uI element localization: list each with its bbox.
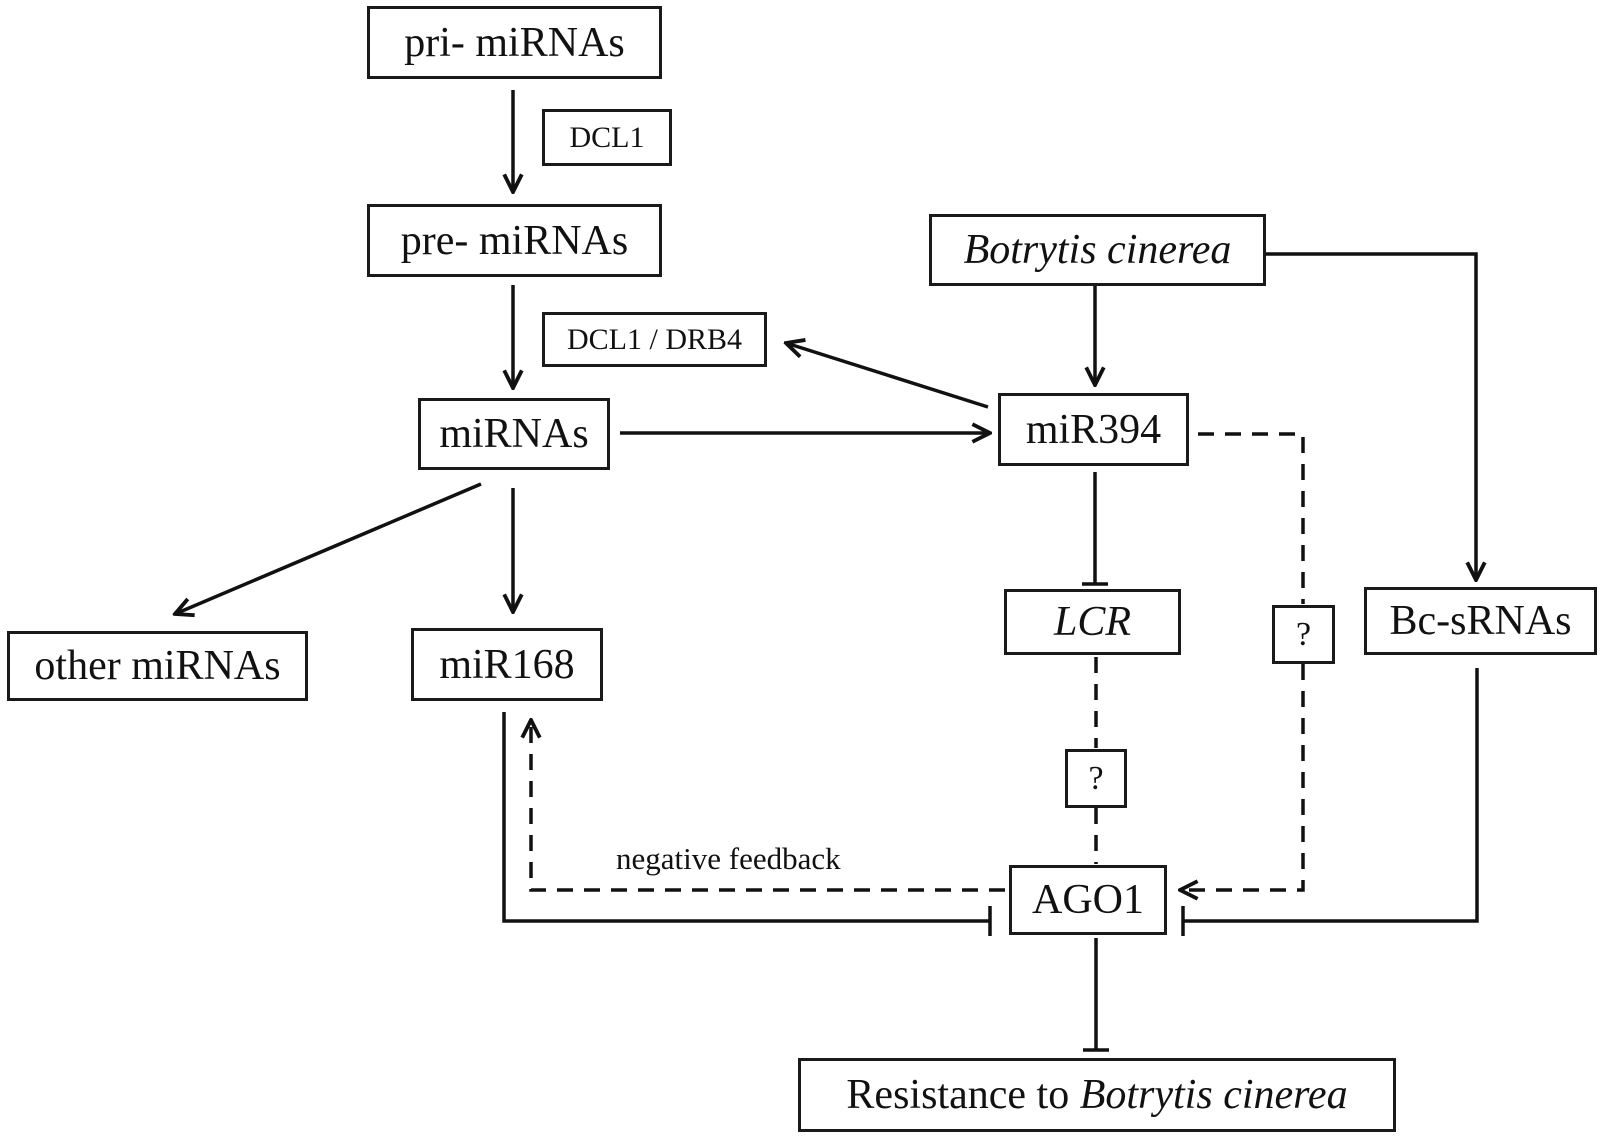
dashed-negative-feedback — [531, 720, 1005, 892]
dcl1-enzyme-node: DCL1 — [542, 109, 672, 166]
arrow-mir394-to-dcl1-drb4 — [786, 343, 989, 409]
lcr-node: LCR — [1004, 589, 1181, 655]
botrytis-cinerea-node: Botrytis cinerea — [929, 214, 1266, 286]
unknown-mediator-mid: ? — [1065, 749, 1127, 808]
pri-mirnas-node: pri- miRNAs — [367, 6, 662, 79]
resistance-node: Resistance to Botrytis cinerea — [798, 1058, 1396, 1132]
negative-feedback-label: negative feedback — [616, 841, 841, 876]
mirnas-node: miRNAs — [418, 398, 610, 470]
unknown-mediator-right: ? — [1272, 605, 1335, 664]
inhibit-bc-srnas-to-ago1 — [1183, 668, 1479, 923]
mir168-node: miR168 — [411, 628, 603, 701]
dcl1-drb4-enzyme-node: DCL1 / DRB4 — [542, 312, 767, 367]
inhibit-mir168-to-ago1 — [502, 712, 990, 923]
pre-mirnas-node: pre- miRNAs — [367, 204, 662, 277]
ago1-node: AGO1 — [1009, 865, 1167, 935]
dashed-unknown-to-ago1 — [1180, 664, 1305, 890]
resistance-pathogen: Botrytis cinerea — [1079, 1072, 1348, 1118]
other-mirnas-node: other miRNAs — [7, 631, 308, 701]
mir394-node: miR394 — [998, 393, 1189, 466]
resistance-prefix: Resistance to — [846, 1072, 1080, 1118]
bc-srnas-node: Bc-sRNAs — [1364, 587, 1597, 655]
arrow-mirnas-to-other — [175, 482, 482, 614]
arrow-botrytis-to-bc-srnas — [1266, 252, 1476, 580]
dashed-mir394-to-unknown — [1198, 432, 1305, 604]
